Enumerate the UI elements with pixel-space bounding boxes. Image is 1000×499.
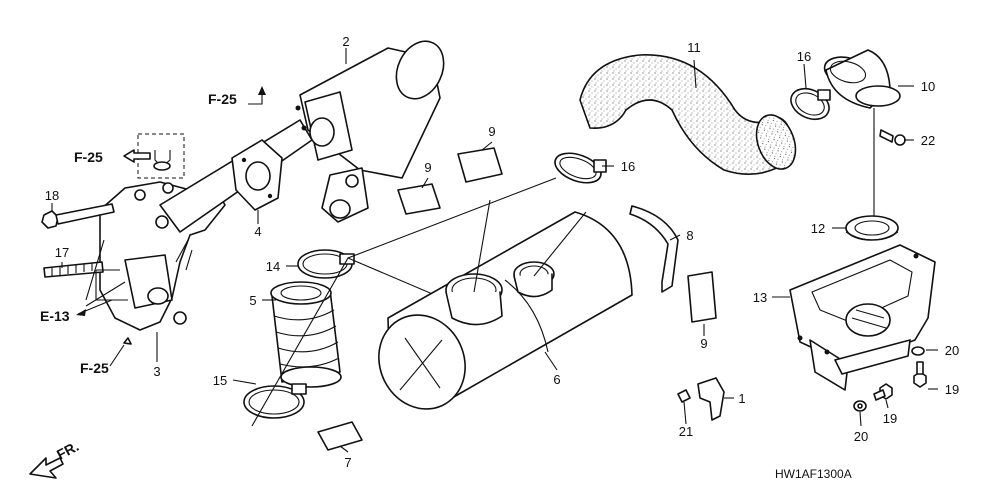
callout-1: 1 (738, 391, 745, 406)
intake-elbow-part (823, 49, 901, 109)
screw-part (879, 129, 906, 146)
gasket-part (231, 139, 283, 211)
callout-12: 12 (811, 221, 825, 236)
stud-part (43, 261, 104, 278)
callout-2: 2 (342, 34, 349, 49)
pad-part-lower (317, 421, 363, 451)
callout-17: 17 (55, 245, 69, 260)
callout-7: 7 (344, 455, 351, 470)
callout-9-left: 9 (424, 160, 431, 175)
reference-label-f25-bottom: F-25 (80, 360, 109, 376)
muffler-part (295, 40, 445, 223)
pad-part-right (687, 271, 717, 323)
pad-part-left (397, 183, 441, 215)
callout-18: 18 (45, 188, 59, 203)
callout-16-center: 16 (621, 159, 635, 174)
callout-9-upper: 9 (488, 124, 495, 139)
bolt-part (41, 203, 115, 229)
air-box-part (789, 244, 936, 391)
intake-duct-part (579, 54, 797, 176)
callout-16-upper: 16 (797, 49, 811, 64)
bolt-part-right (913, 361, 927, 388)
callout-10: 10 (921, 79, 935, 94)
callout-11: 11 (687, 40, 701, 55)
callout-14: 14 (266, 259, 280, 274)
callout-4: 4 (254, 224, 261, 239)
callout-20-bottom: 20 (854, 429, 868, 444)
reference-arrow-icon (76, 86, 266, 367)
grommet-part (845, 215, 899, 241)
callout-3: 3 (153, 364, 160, 379)
reference-label-e13: E-13 (40, 308, 70, 324)
duct-clamp-part (554, 152, 607, 184)
reference-label-f25-left: F-25 (74, 149, 103, 165)
washer-part-bottom (853, 400, 867, 412)
callout-8: 8 (686, 228, 693, 243)
clip-part (677, 389, 691, 403)
strap-part (629, 205, 679, 293)
callout-19-right: 19 (945, 382, 959, 397)
drawing-code: HW1AF1300A (775, 467, 852, 481)
bolt-part-bottom (873, 383, 893, 401)
connecting-tube-part (270, 281, 342, 388)
callout-9-right: 9 (700, 336, 707, 351)
bracket-part (697, 377, 725, 421)
callout-5: 5 (249, 293, 256, 308)
washer-part-right (911, 346, 925, 356)
callout-19-bottom: 19 (883, 411, 897, 426)
upper-duct-clamp-part (790, 87, 831, 121)
callout-6: 6 (553, 372, 560, 387)
air-cleaner-case-part (378, 211, 633, 410)
callout-13: 13 (753, 290, 767, 305)
reference-label-f25-top: F-25 (208, 91, 237, 107)
callout-15: 15 (213, 373, 227, 388)
front-arrow-icon (29, 457, 64, 479)
lower-band-clamp-part (243, 383, 307, 419)
band-clamp-part (297, 249, 355, 279)
callout-20-right: 20 (945, 343, 959, 358)
pad-part-upper (457, 147, 503, 183)
callout-21: 21 (679, 424, 693, 439)
callout-22: 22 (921, 133, 935, 148)
